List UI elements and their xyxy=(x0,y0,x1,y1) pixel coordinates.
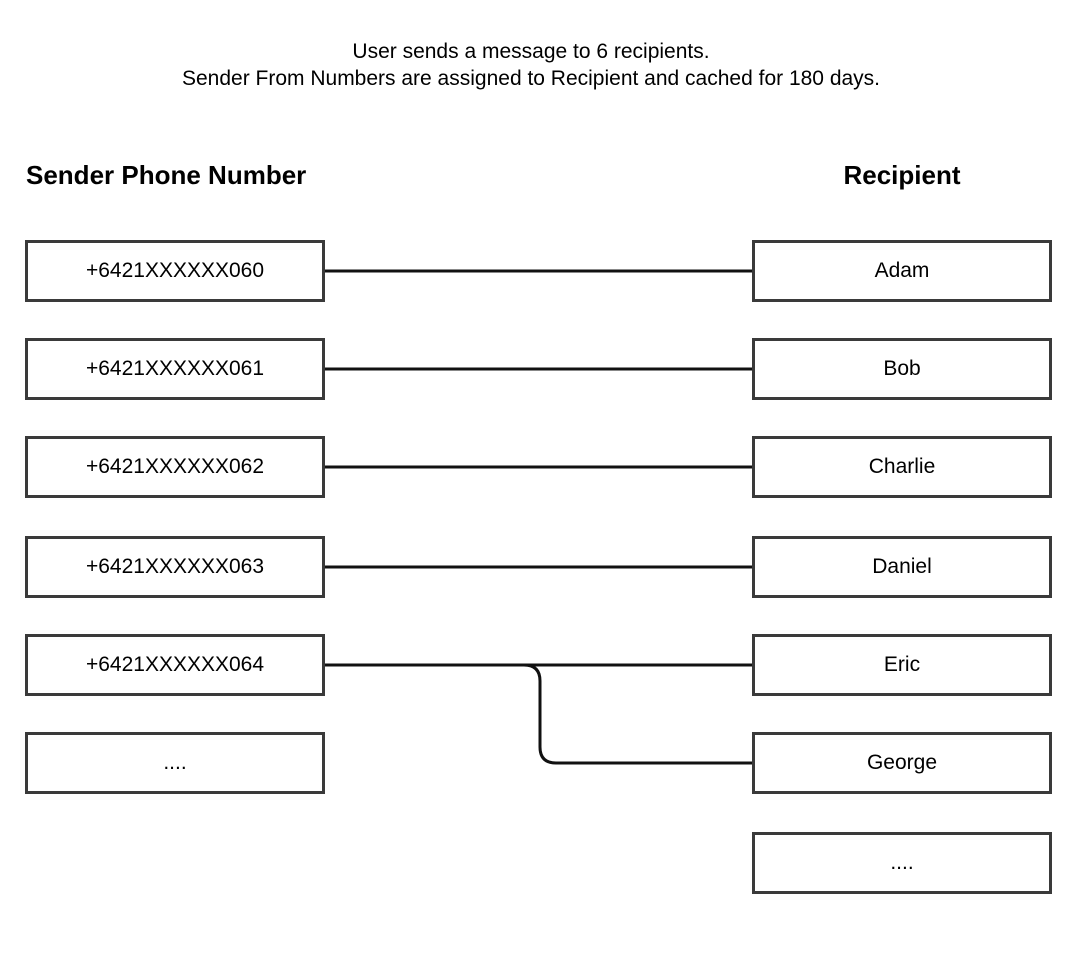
recipient-label: Eric xyxy=(883,653,921,676)
sender-label: +6421XXXXXX062 xyxy=(85,455,265,478)
recipient-box-george: George xyxy=(752,732,1052,794)
intro-line-2: Sender From Numbers are assigned to Reci… xyxy=(181,67,881,90)
sender-box-063: +6421XXXXXX063 xyxy=(25,536,325,598)
sender-label: +6421XXXXXX061 xyxy=(85,357,265,380)
recipient-box-bob: Bob xyxy=(752,338,1052,400)
sender-box-062: +6421XXXXXX062 xyxy=(25,436,325,498)
recipient-box-charlie: Charlie xyxy=(752,436,1052,498)
sender-label: +6421XXXXXX060 xyxy=(85,259,265,282)
recipient-label: Bob xyxy=(883,357,921,380)
sender-column-heading: Sender Phone Number xyxy=(26,160,307,190)
sender-box-061: +6421XXXXXX061 xyxy=(25,338,325,400)
recipient-box-more: .... xyxy=(752,832,1052,894)
recipient-column-heading: Recipient xyxy=(843,160,961,190)
sender-box-more: .... xyxy=(25,732,325,794)
recipient-box-eric: Eric xyxy=(752,634,1052,696)
recipient-label: .... xyxy=(890,851,914,874)
recipient-label: George xyxy=(866,751,938,774)
intro-line-1: User sends a message to 6 recipients. xyxy=(352,40,710,63)
connector-line-5 xyxy=(322,663,754,765)
recipient-label: Adam xyxy=(874,259,930,282)
sender-label: .... xyxy=(163,751,187,774)
sender-label: +6421XXXXXX063 xyxy=(85,555,265,578)
recipient-label: Daniel xyxy=(872,555,932,578)
recipient-label: Charlie xyxy=(868,455,936,478)
sender-box-064: +6421XXXXXX064 xyxy=(25,634,325,696)
recipient-box-adam: Adam xyxy=(752,240,1052,302)
diagram-intro: User sends a message to 6 recipients. Se… xyxy=(0,38,1062,92)
sender-box-060: +6421XXXXXX060 xyxy=(25,240,325,302)
recipient-box-daniel: Daniel xyxy=(752,536,1052,598)
sender-label: +6421XXXXXX064 xyxy=(85,653,265,676)
